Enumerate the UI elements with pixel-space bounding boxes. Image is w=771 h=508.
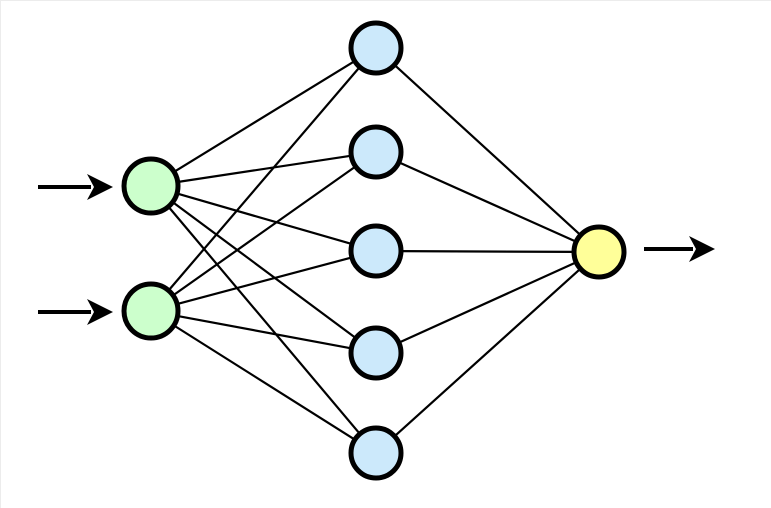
input-arrow-1 [38,174,113,200]
edge-i2-h3 [175,256,354,306]
nodes-group [121,20,627,481]
node-o1[interactable] [571,224,627,280]
edge-i1-h1 [172,59,357,174]
node-i1[interactable] [121,156,181,216]
edge-i1-h2 [175,154,354,184]
node-circle-h1[interactable] [348,20,404,76]
node-circle-i1[interactable] [121,156,181,216]
edge-h2-o1 [396,160,579,244]
edge-i2-h5 [171,323,357,442]
node-circle-h2[interactable] [348,124,404,180]
edges-group [166,59,583,442]
output-layer [571,224,627,280]
input-layer [121,156,181,341]
edge-i1-h4 [170,200,358,340]
node-circle-i2[interactable] [121,281,181,341]
node-circle-h5[interactable] [348,425,404,481]
arrows-group [38,174,715,325]
edge-i2-h4 [175,314,354,350]
hidden-layer [348,20,404,481]
output-arrow [644,236,715,262]
node-h1[interactable] [348,20,404,76]
edge-h4-o1 [396,260,579,345]
output-arrow-head-icon [689,236,715,262]
input-arrow-1-head-icon [87,174,113,200]
node-h4[interactable] [348,325,404,381]
input-arrow-2-head-icon [87,299,113,325]
edge-i1-h5 [166,204,362,436]
edge-i1-h3 [174,192,355,246]
node-i2[interactable] [121,281,181,341]
node-circle-o1[interactable] [571,224,627,280]
edge-h1-o1 [392,63,583,237]
node-h2[interactable] [348,124,404,180]
edge-h3-o1 [398,250,577,253]
node-h3[interactable] [348,223,404,279]
edge-h5-o1 [392,266,583,439]
edge-i2-h2 [171,164,358,298]
node-circle-h4[interactable] [348,325,404,381]
node-h5[interactable] [348,425,404,481]
edge-i2-h1 [166,65,362,293]
input-arrow-2 [38,299,113,325]
node-circle-h3[interactable] [348,223,404,279]
